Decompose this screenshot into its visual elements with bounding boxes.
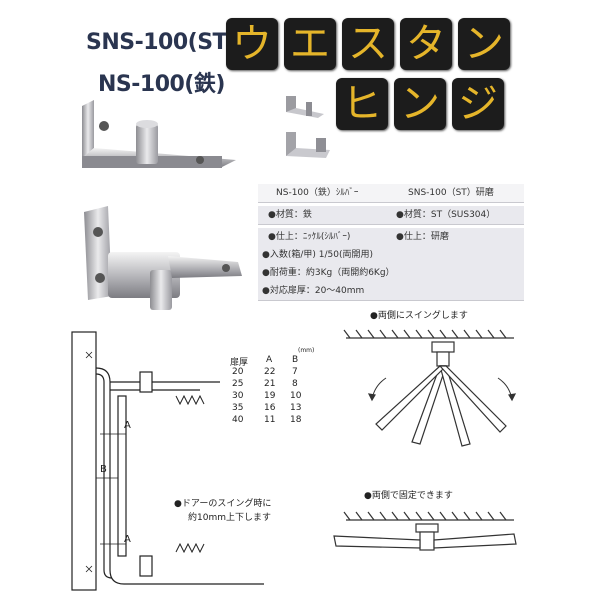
note-swing-both: ●両側にスイングします	[370, 311, 468, 321]
swing-diagram	[343, 329, 517, 447]
spec-finish-row: ●仕上：ﾆｯｹﾙ(ｼﾙﾊﾞｰ) ●仕上：研磨	[258, 228, 524, 247]
dimension-cell: 25	[232, 379, 244, 389]
note-door-swing-2: 約10mm上下します	[188, 513, 271, 523]
hinge-thumbnail-1	[286, 96, 324, 118]
dimension-cell: 19	[264, 391, 276, 401]
dimension-cell: 7	[292, 367, 298, 377]
label-a-bottom: A	[124, 534, 131, 545]
dimension-cell: 16	[264, 403, 276, 413]
spec-header-right: SNS-100（ST）研磨	[408, 188, 494, 198]
dimension-cell: 11	[264, 415, 276, 425]
spec-thickness-row: ●対応扉厚：20～40mm	[258, 282, 524, 301]
spec-material-left: ●材質：鉄	[268, 210, 312, 220]
spec-quantity-row: ●入数(箱/甲) 1/50(両開用)	[258, 246, 524, 265]
dimension-cell: 35	[232, 403, 244, 413]
title-char-3: ス	[342, 18, 394, 70]
title-char-8: ジ	[452, 78, 504, 130]
title-char-4: タ	[400, 18, 452, 70]
dimension-cell: 10	[290, 391, 302, 401]
spec-table: NS-100（鉄）ｼﾙﾊﾞｰ SNS-100（ST）研磨 ●材質：鉄 ●材質：S…	[258, 184, 524, 301]
spec-quantity: ●入数(箱/甲) 1/50(両開用)	[262, 250, 374, 260]
title-char-6: ヒ	[336, 78, 388, 130]
dimension-cell: 30	[232, 391, 244, 401]
dimension-cell: 8	[292, 379, 298, 389]
note-door-swing-1: ●ドアーのスイング時に	[174, 499, 272, 509]
spec-header-row: NS-100（鉄）ｼﾙﾊﾞｰ SNS-100（ST）研磨	[258, 184, 524, 203]
title-char-2: エ	[284, 18, 336, 70]
spec-thickness: ●対応扉厚：20～40mm	[262, 286, 365, 296]
label-a-top: A	[124, 420, 131, 431]
title-char-5: ン	[458, 18, 510, 70]
dimension-cell: 13	[290, 403, 302, 413]
fixed-position-diagram	[333, 511, 517, 551]
title-char-7: ン	[394, 78, 446, 130]
spec-finish-right: ●仕上：研磨	[396, 232, 449, 242]
spec-load-row: ●耐荷重：約3Kg（両開約6Kg）	[258, 264, 524, 283]
dimension-header-thickness: 扉厚	[230, 358, 249, 368]
title-char-1: ウ	[226, 18, 278, 70]
dimension-header-a: A	[266, 355, 273, 365]
dimension-cell: 18	[290, 415, 302, 425]
model-st: SNS-100(ST)	[86, 30, 237, 55]
dimension-header-b: B	[292, 355, 299, 365]
spec-header-left: NS-100（鉄）ｼﾙﾊﾞｰ	[276, 188, 359, 198]
spec-material-right: ●材質：ST（SUS304）	[396, 210, 496, 220]
hinge-thumbnail-2	[286, 132, 330, 158]
dimension-unit: (mm)	[298, 347, 315, 354]
hinge-photo-bottom	[84, 206, 242, 310]
label-b: B	[100, 464, 107, 475]
dimension-cell: 22	[264, 367, 276, 377]
dimension-cell: 20	[232, 367, 244, 377]
note-fixed-both: ●両側で固定できます	[364, 491, 453, 501]
hinge-photo-top	[82, 100, 236, 168]
model-iron: NS-100(鉄)	[98, 72, 225, 97]
installation-drawing	[71, 331, 264, 591]
spec-load: ●耐荷重：約3Kg（両開約6Kg）	[262, 268, 395, 278]
spec-finish-left: ●仕上：ﾆｯｹﾙ(ｼﾙﾊﾞｰ)	[268, 232, 351, 242]
dimension-cell: 40	[232, 415, 244, 425]
dimension-cell: 21	[264, 379, 276, 389]
spec-material-row: ●材質：鉄 ●材質：ST（SUS304）	[258, 206, 524, 225]
